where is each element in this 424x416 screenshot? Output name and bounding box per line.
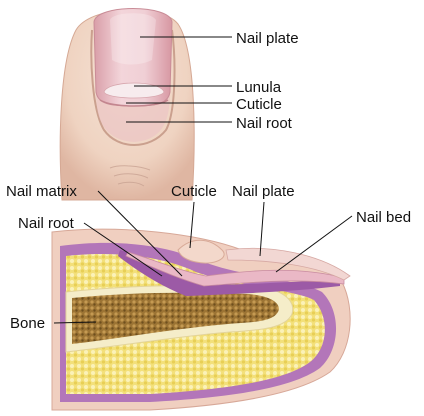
nail-free-edge [225, 247, 351, 281]
label-cuticle-bottom: Cuticle [171, 183, 217, 200]
top-labels: Nail plate Lunula Cuticle Nail root [126, 30, 299, 132]
nail-fold-shadow [90, 29, 176, 146]
label-nail-plate-top: Nail plate [236, 30, 299, 47]
label-nail-plate-bottom: Nail plate [232, 183, 295, 200]
label-nail-root-bottom: Nail root [18, 215, 75, 232]
finger-cross-section [51, 228, 351, 411]
label-nail-bed: Nail bed [356, 209, 411, 226]
leader-nail-bed [275, 215, 353, 273]
label-nail-matrix: Nail matrix [6, 183, 77, 200]
nail-plate-section [125, 251, 345, 287]
nail-matrix-wedge [118, 250, 340, 296]
label-nail-root-top: Nail root [236, 115, 293, 132]
leader-bone [53, 321, 97, 324]
leader-nail-matrix [97, 190, 183, 277]
label-cuticle-top: Cuticle [236, 96, 282, 113]
label-bone: Bone [10, 315, 45, 332]
nail-shine [110, 13, 156, 65]
cuticle-fold [177, 239, 225, 264]
label-lunula: Lunula [236, 79, 282, 96]
leader-nail-plate-bottom [259, 201, 265, 257]
cuticle-line [99, 99, 169, 107]
bone-interior [72, 292, 279, 344]
section-labels: Nail matrix Cuticle Nail plate Nail bed … [6, 183, 411, 332]
knuckle-creases [109, 165, 151, 187]
fingertip-top-view [59, 8, 195, 201]
leader-cuticle-bottom [189, 201, 195, 249]
lunula-shape [103, 82, 165, 99]
leader-nail-root-bottom [83, 222, 163, 277]
